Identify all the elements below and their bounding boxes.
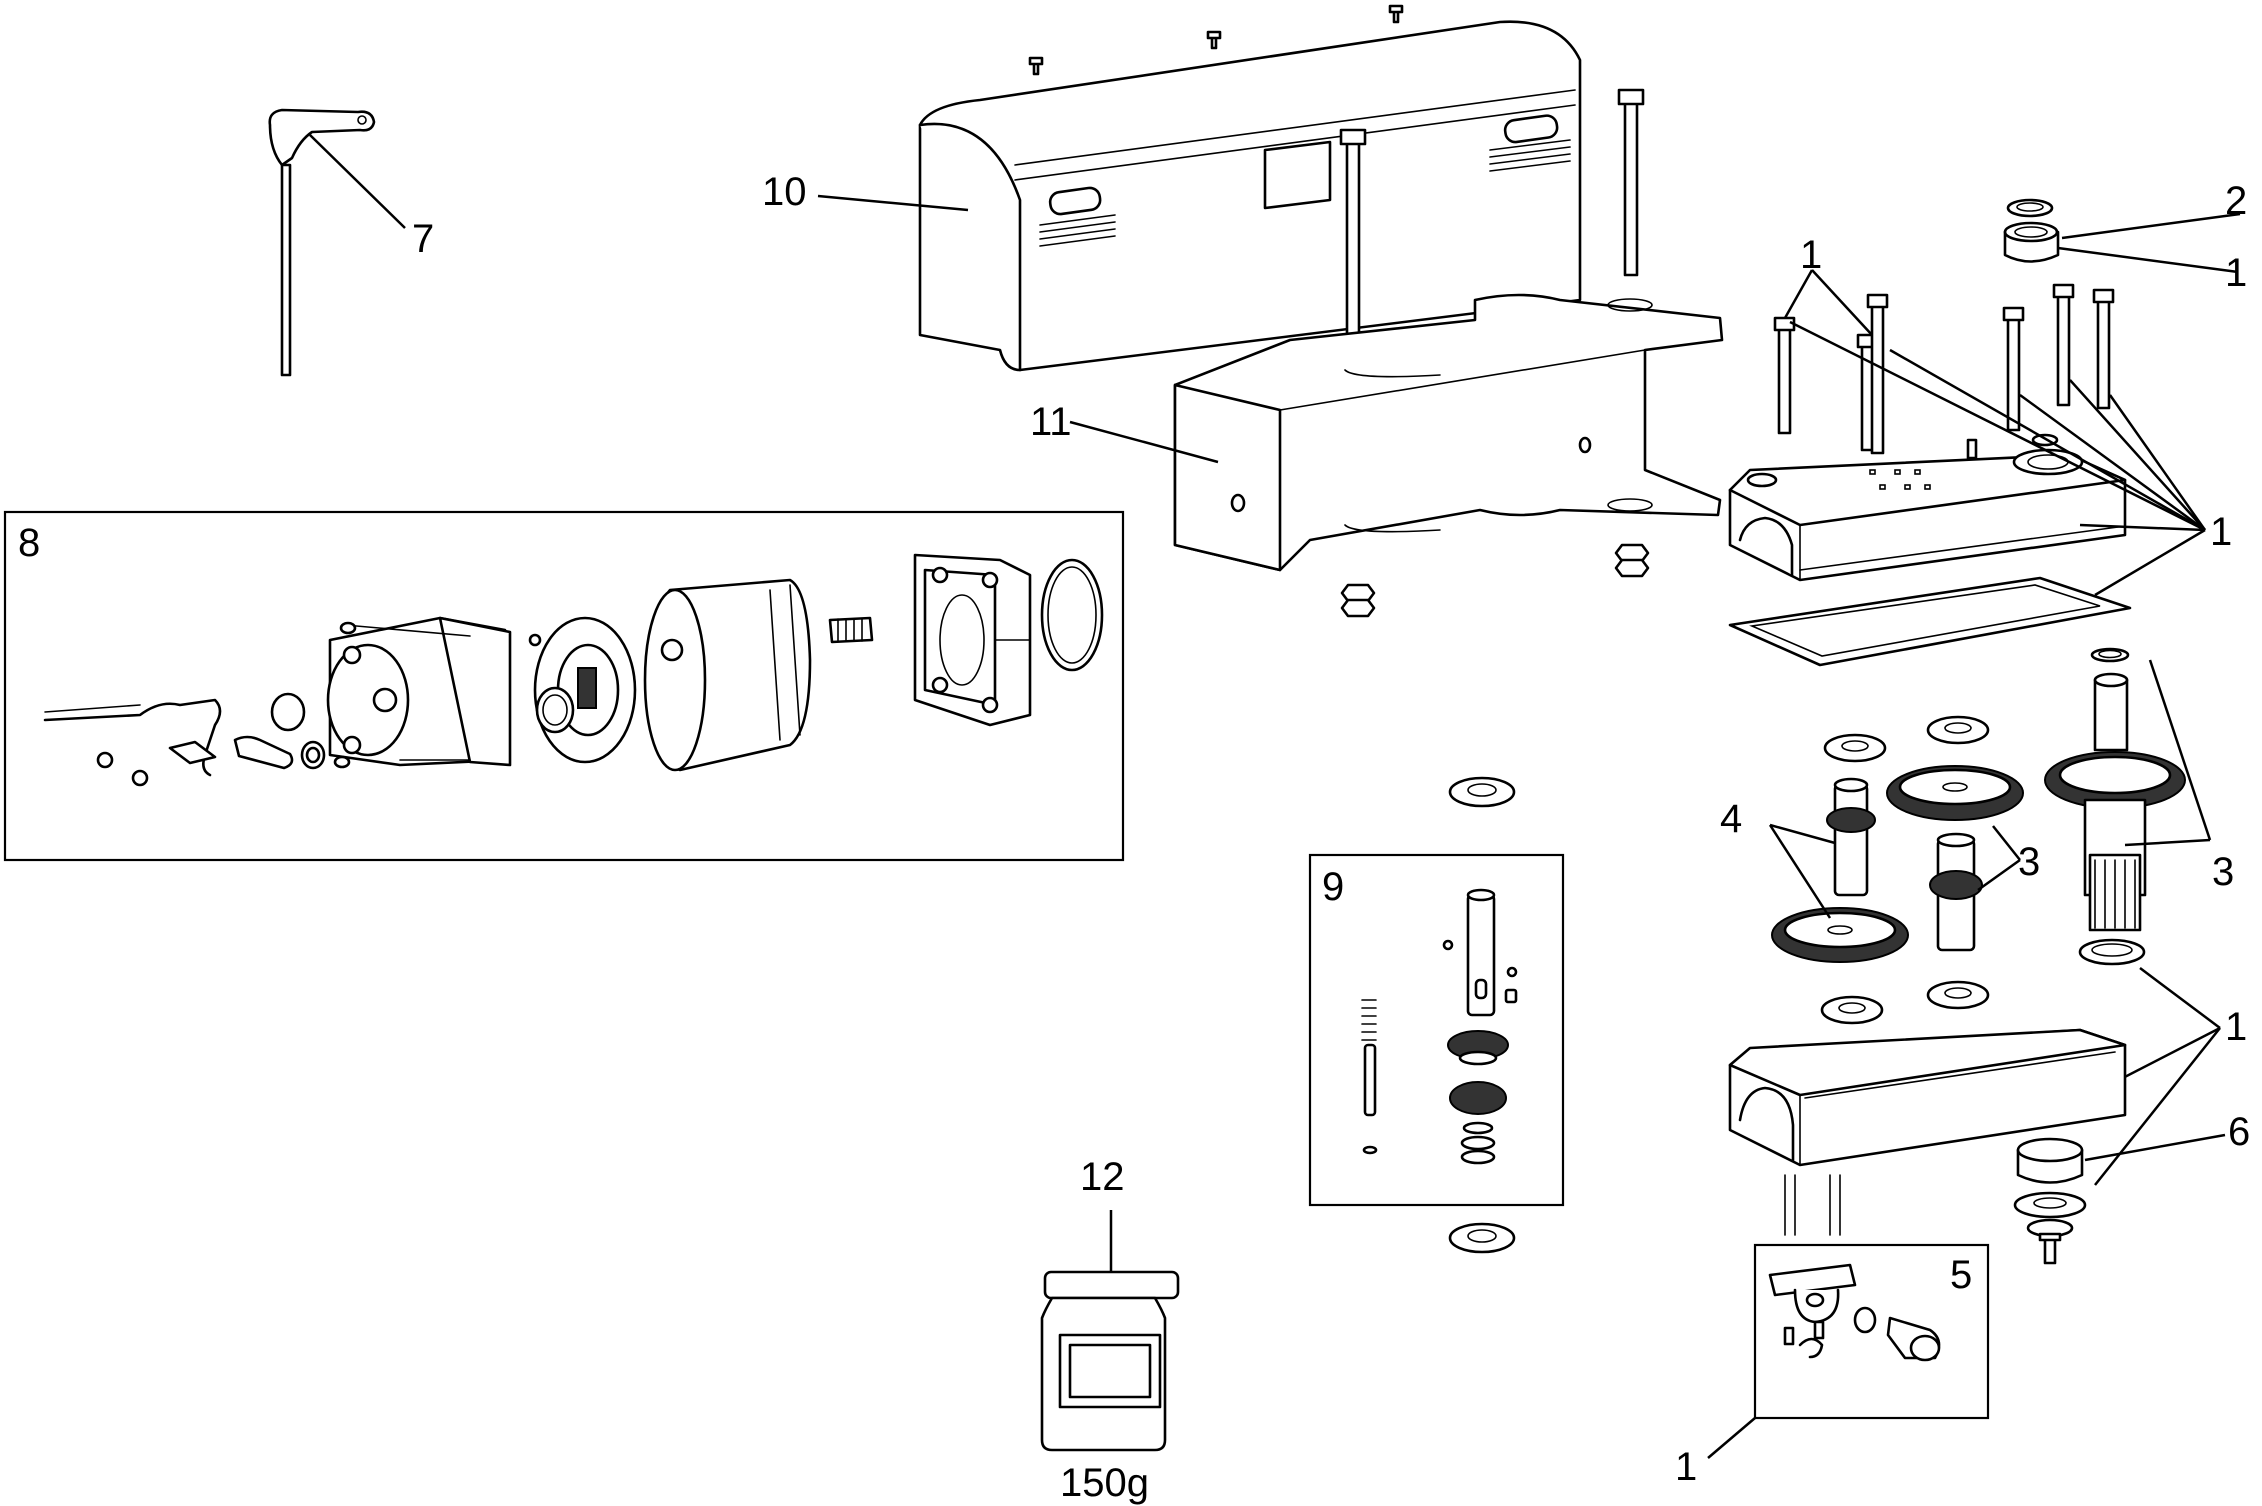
gear-unit-assembly (1707, 198, 2241, 1459)
callout-1-housing: 1 (2210, 510, 2232, 554)
callout-7: 7 (412, 217, 434, 261)
grease-weight-label: 150g (1060, 1461, 1149, 1505)
callout-3-shaft: 3 (2212, 850, 2234, 894)
callout-1-screws: 1 (1800, 233, 1822, 277)
callout-12: 12 (1080, 1155, 1125, 1199)
callout-4: 4 (1720, 797, 1742, 841)
drive-shaft-kit (1308, 776, 1565, 1254)
callout-11: 11 (1030, 400, 1072, 444)
callout-5: 5 (1950, 1253, 1972, 1297)
callout-3-center: 3 (2018, 840, 2040, 884)
callout-1-bushing: 1 (2225, 251, 2247, 295)
base-plate-part (1069, 293, 1724, 618)
callout-1-bracket: 1 (1675, 1445, 1697, 1489)
callout-2: 2 (2225, 179, 2247, 223)
hex-key-part (268, 108, 406, 377)
cover-part (817, 4, 1645, 372)
callout-1-seal: 1 (2225, 1005, 2247, 1049)
motor-kit-box (3, 510, 1125, 862)
callout-6: 6 (2228, 1110, 2250, 1154)
callout-9: 9 (1322, 865, 1344, 909)
callout-8: 8 (18, 521, 40, 565)
callout-10: 10 (762, 170, 807, 214)
grease-jar-part (1040, 1210, 1180, 1452)
